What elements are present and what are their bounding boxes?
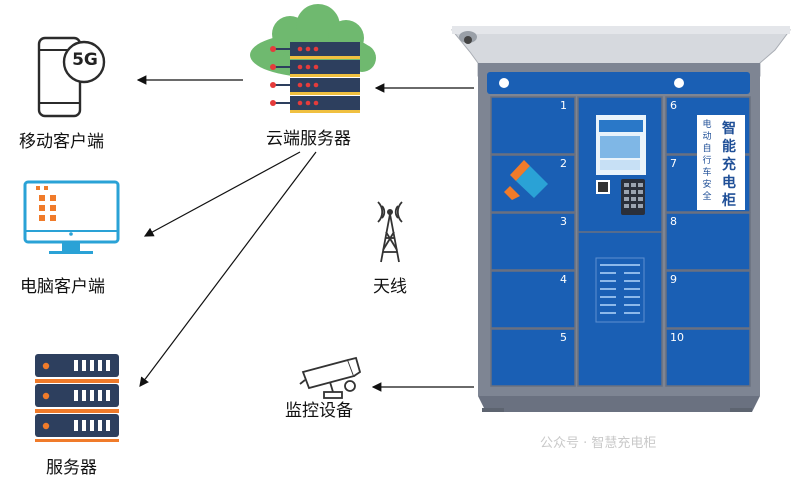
- antenna-label: 天线: [373, 277, 407, 297]
- watermark-text: 公众号 · 智慧充电柜: [540, 436, 657, 451]
- locker-number-6: 6: [670, 99, 677, 112]
- sub-char-1: 电: [702, 118, 711, 130]
- brand-char-2: 能: [722, 138, 736, 155]
- locker-number-5: 5: [560, 331, 567, 344]
- server-label: 服务器: [46, 458, 97, 478]
- camera-label: 监控设备: [285, 401, 353, 421]
- brand-char-1: 智: [721, 120, 736, 137]
- locker-number-7: 7: [670, 157, 677, 170]
- cloud-server-label: 云端服务器: [266, 129, 351, 149]
- sub-char-6: 安: [702, 178, 711, 190]
- brand-char-4: 电: [722, 174, 736, 191]
- sub-char-7: 全: [702, 190, 711, 202]
- locker-number-4: 4: [560, 273, 567, 286]
- sub-char-5: 车: [702, 166, 711, 178]
- locker-number-2: 2: [560, 157, 567, 170]
- locker-number-8: 8: [670, 215, 677, 228]
- brand-char-5: 柜: [722, 192, 736, 209]
- mobile-client-label: 移动客户端: [19, 132, 104, 152]
- arrow-cloud-to-server: [139, 151, 317, 387]
- sub-char-3: 自: [702, 142, 711, 154]
- locker-number-10: 10: [670, 331, 684, 344]
- sub-char-4: 行: [702, 154, 711, 166]
- locker-number-9: 9: [670, 273, 677, 286]
- 5g-badge-text: 5G: [72, 50, 98, 70]
- locker-number-1: 1: [560, 99, 567, 112]
- sub-char-2: 动: [702, 131, 711, 142]
- arrow-cloud-to-pc: [143, 151, 301, 237]
- pc-client-label: 电脑客户端: [20, 277, 105, 297]
- locker-number-3: 3: [560, 215, 567, 228]
- brand-char-3: 充: [722, 156, 736, 173]
